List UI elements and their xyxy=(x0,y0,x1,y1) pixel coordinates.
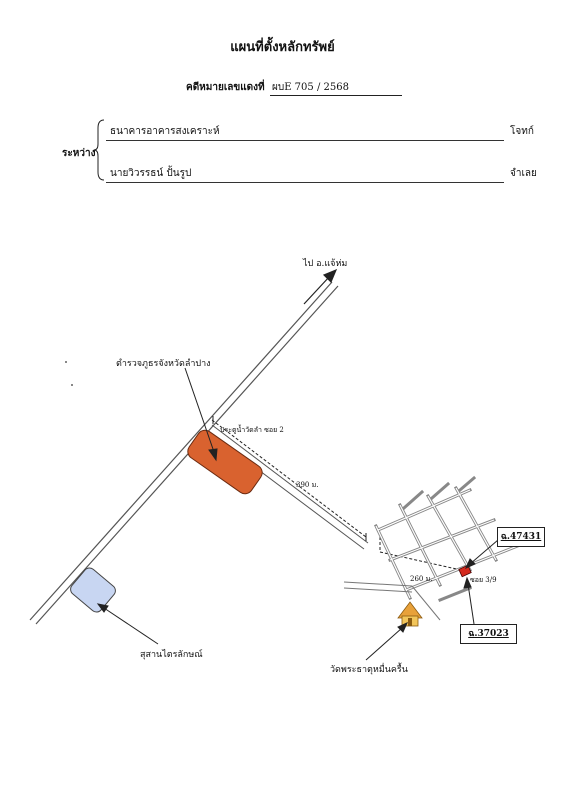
curly-brace xyxy=(94,119,105,181)
direction-label: ไป อ.แจ้ห่ม xyxy=(303,259,348,269)
deed-47431-label: ฉ.47431 xyxy=(497,527,545,547)
document-title: แผนที่ตั้งหลักทรัพย์ xyxy=(230,40,335,55)
main-highway xyxy=(29,281,339,625)
plaintiff-name: ธนาคารอาคารสงเคราะห์ xyxy=(110,126,220,137)
cemetery-block xyxy=(70,567,116,613)
route-dashed xyxy=(211,416,471,573)
defendant-name: นายวิวรรธน์ ปั้นรูป xyxy=(110,168,192,179)
case-number-label: คดีหมายเลขแดงที่ xyxy=(186,82,265,93)
police-station-label: ตำรวจภูธรจังหวัดลำปาง xyxy=(116,359,211,369)
police-station-block xyxy=(187,429,263,495)
scan-speck xyxy=(65,361,67,363)
cemetery-arrow xyxy=(96,603,159,645)
direction-arrow xyxy=(303,268,338,305)
distance-260-label: 260 ม. xyxy=(410,575,433,583)
temple-icon xyxy=(397,601,423,627)
police-arrow xyxy=(184,367,218,462)
plaintiff-role: โจทก์ xyxy=(510,126,534,137)
scan-speck xyxy=(71,384,73,386)
deed-37023-label: ฉ.37023 xyxy=(460,624,517,644)
distance-390-label: 390 ม. xyxy=(296,481,319,489)
plaintiff-line xyxy=(106,140,504,141)
property-marker xyxy=(458,564,472,578)
deed-1-arrow xyxy=(465,539,499,569)
defendant-role: จำเลย xyxy=(510,168,537,179)
between-label: ระหว่าง xyxy=(62,148,96,159)
gate-label: ประตูน้ำวัดลำ ซอย 2 xyxy=(220,426,284,434)
cemetery-label: สุสานไตรลักษณ์ xyxy=(140,650,203,660)
temple-road xyxy=(343,581,441,621)
temple-arrow xyxy=(365,622,408,661)
case-number-value: ผบE 705 / 2568 xyxy=(272,82,349,93)
temple-label: วัดพระธาตุหมื่นครื้น xyxy=(330,665,408,675)
case-number-underline xyxy=(270,95,402,96)
deed-2-arrow xyxy=(463,576,475,625)
defendant-line xyxy=(106,182,504,183)
soi-label: ซอย 3/9 xyxy=(470,576,497,584)
